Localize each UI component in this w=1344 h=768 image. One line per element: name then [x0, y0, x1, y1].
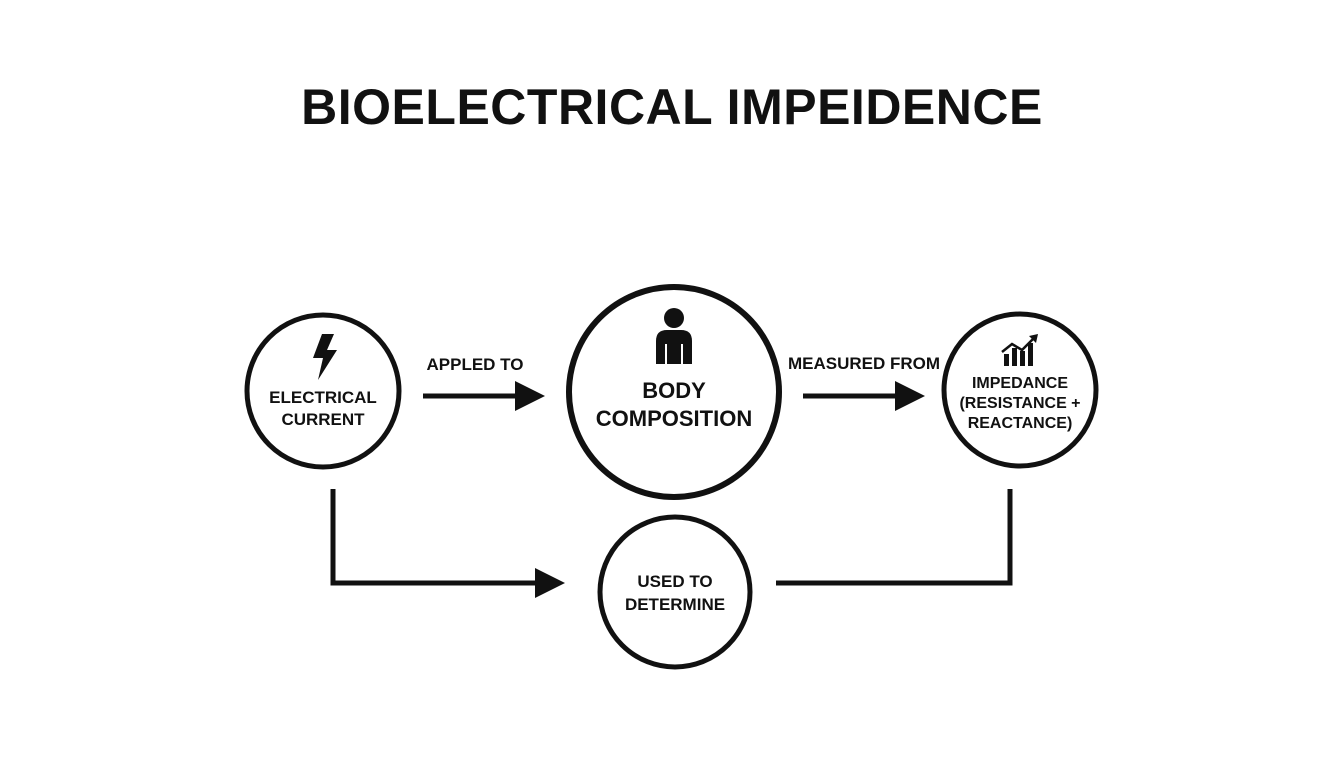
edge-measured-from-label: MEASURED FROM: [788, 354, 940, 373]
node-body-composition-label-1: BODY: [642, 378, 706, 403]
lightning-bolt-icon: [313, 334, 337, 380]
edge-applied-to-label: APPLED TO: [427, 355, 524, 374]
node-electrical-current-label-2: CURRENT: [281, 410, 365, 429]
node-used-to-determine-label-2: DETERMINE: [625, 595, 725, 614]
edge-applied-to: APPLED TO: [423, 355, 545, 411]
node-impedance-label-3: REACTANCE): [968, 415, 1073, 432]
node-used-to-determine-circle: [597, 514, 753, 670]
node-electrical-current-label-1: ELECTRICAL: [269, 388, 377, 407]
edge-measured-from: MEASURED FROM: [788, 354, 940, 411]
growth-chart-icon: [1001, 334, 1038, 366]
node-impedance: IMPEDANCE (RESISTANCE + REACTANCE): [941, 311, 1099, 469]
node-electrical-current-circle: [244, 312, 402, 470]
node-impedance-circle: [941, 311, 1099, 469]
node-electrical-current: ELECTRICAL CURRENT: [244, 312, 402, 470]
person-icon: [656, 308, 692, 364]
node-used-to-determine-label-1: USED TO: [637, 572, 712, 591]
node-used-to-determine: USED TO DETERMINE: [597, 514, 753, 670]
connector-current-to-determine: [330, 489, 565, 598]
diagram-title: BIOELECTRICAL IMPEIDENCE: [301, 79, 1043, 135]
node-impedance-label-1: IMPEDANCE: [972, 375, 1068, 392]
connector-determine-to-impedance: [776, 489, 1013, 586]
node-body-composition-circle: [566, 284, 782, 500]
node-body-composition: BODY COMPOSITION: [566, 284, 782, 500]
node-impedance-label-2: (RESISTANCE +: [959, 395, 1080, 412]
node-body-composition-label-2: COMPOSITION: [596, 406, 752, 431]
